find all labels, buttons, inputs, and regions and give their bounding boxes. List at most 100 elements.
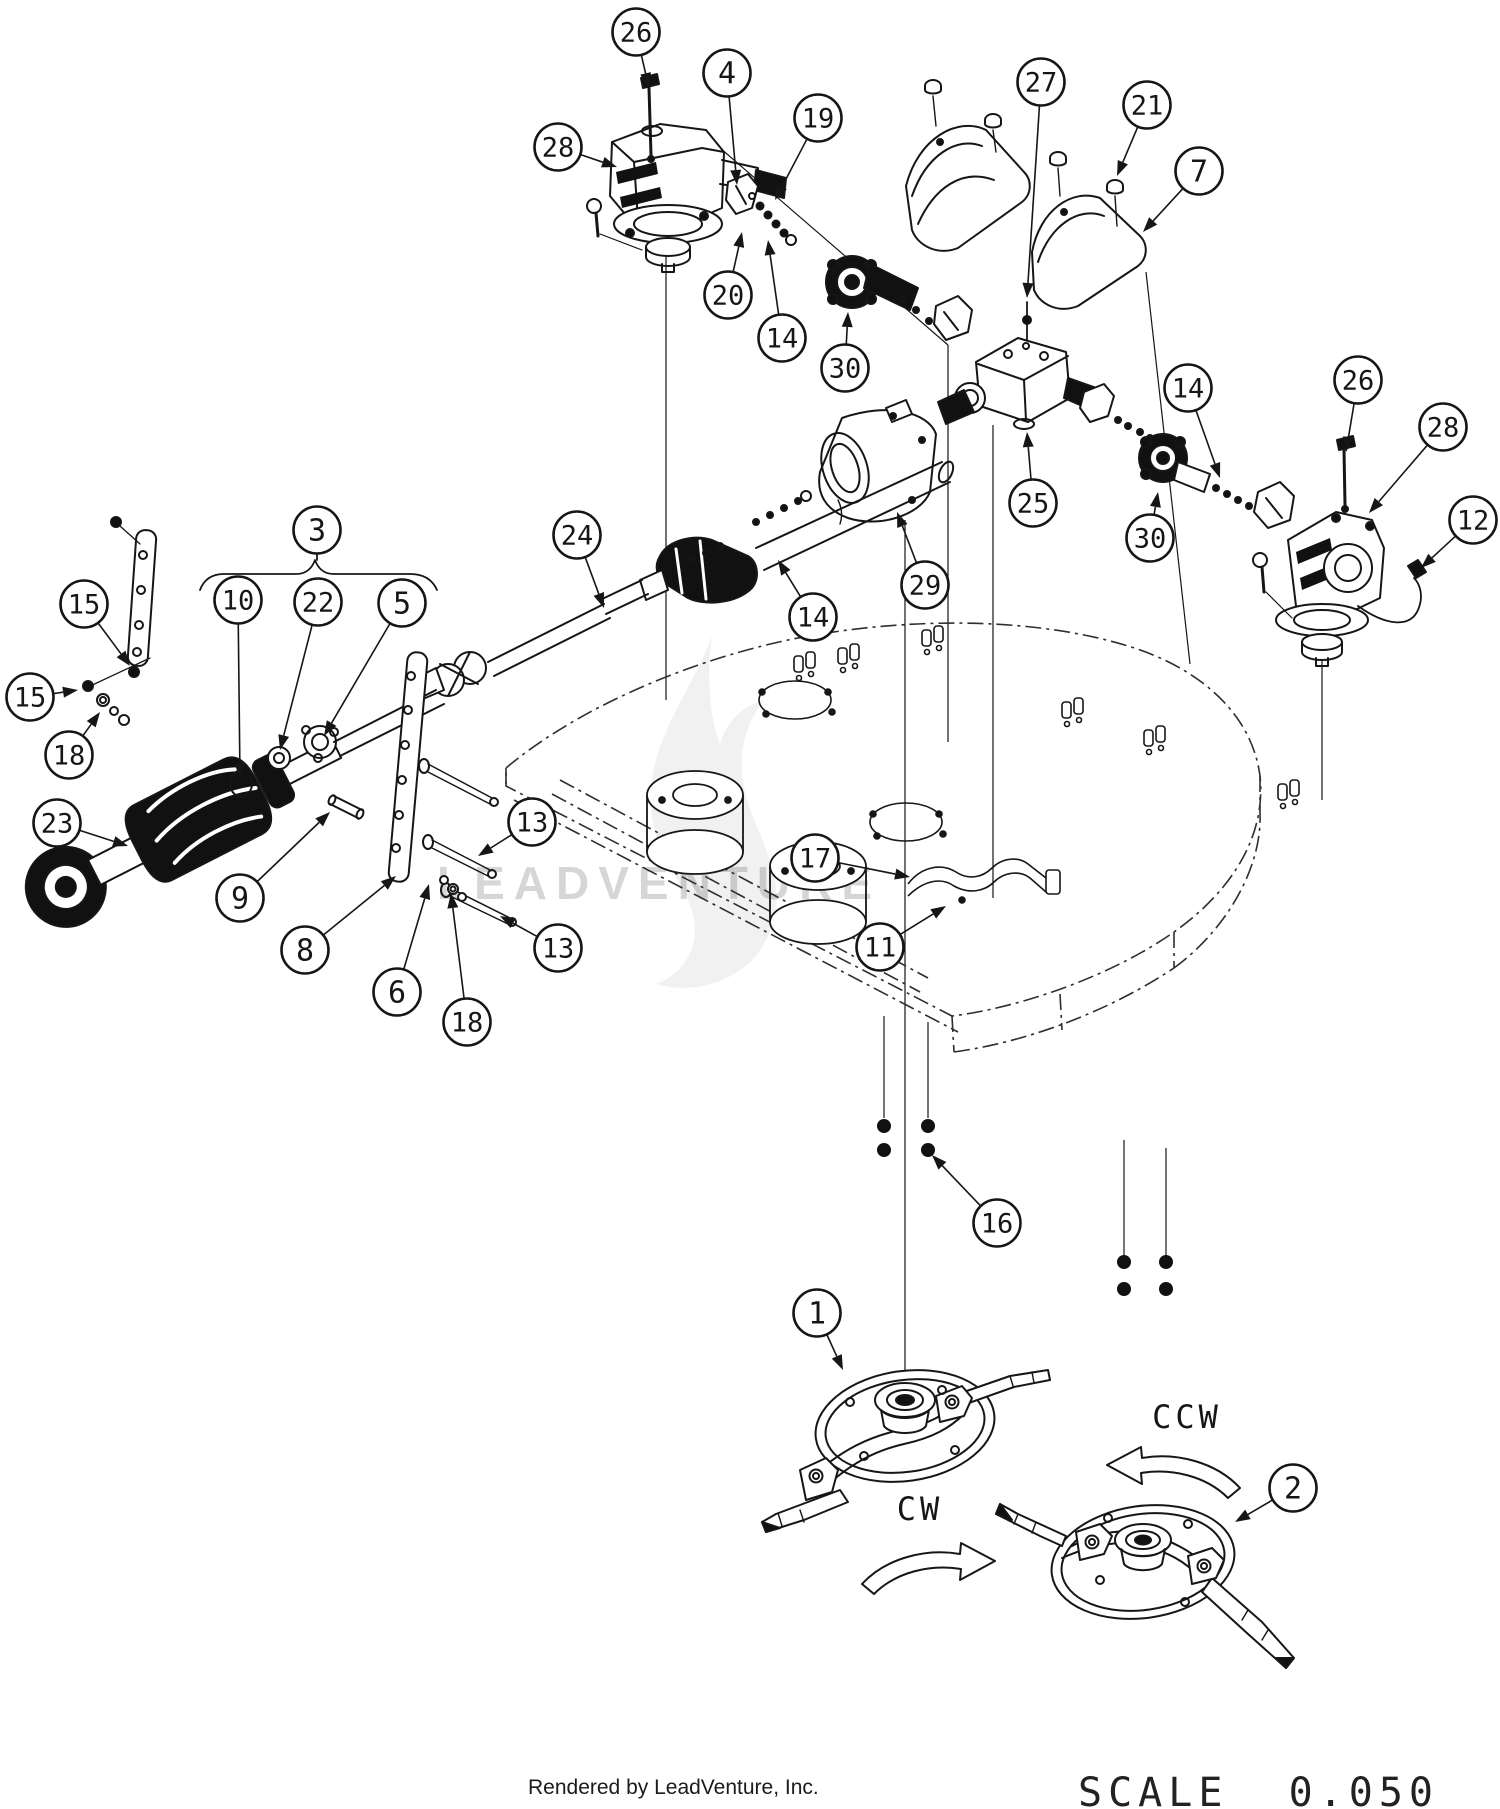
svg-text:15: 15	[68, 590, 101, 621]
svg-text:27: 27	[1025, 68, 1058, 99]
callout-11: 11	[855, 906, 946, 972]
ccw-rotation-arrow	[1106, 1446, 1241, 1499]
flange-screw-left	[586, 198, 643, 251]
svg-text:23: 23	[41, 809, 74, 840]
callout-15: 15	[59, 579, 130, 666]
svg-text:3: 3	[308, 514, 326, 549]
svg-text:5: 5	[393, 587, 411, 622]
callout-5: 5	[324, 578, 427, 736]
callout-3: 3	[292, 505, 342, 555]
callout-21: 21	[1117, 80, 1172, 176]
callout-13: 13	[500, 916, 583, 973]
blade-assembly-ccw	[995, 1503, 1295, 1669]
gearbox-left	[586, 73, 787, 273]
spindle-housings	[646, 770, 867, 945]
deck-details	[758, 625, 1300, 904]
scale-note: SCALE 0.050	[1078, 1770, 1439, 1809]
svg-text:20: 20	[712, 281, 745, 312]
svg-text:30: 30	[829, 354, 862, 385]
spindle-housing-left	[646, 770, 744, 875]
svg-text:28: 28	[1427, 413, 1460, 444]
svg-text:28: 28	[542, 133, 575, 164]
svg-text:14: 14	[766, 324, 799, 355]
callout-1: 1	[792, 1288, 843, 1370]
callout-10: 10	[213, 575, 263, 778]
svg-text:19: 19	[802, 104, 835, 135]
shield-dome-bolts	[924, 79, 1124, 227]
callout-4: 4	[702, 48, 752, 185]
callout-14: 14	[1163, 363, 1221, 478]
callout-23: 23	[32, 798, 128, 848]
mount-block-right	[1079, 383, 1154, 442]
spline-hub-right	[1138, 433, 1211, 493]
callout-2: 2	[1235, 1463, 1318, 1522]
svg-text:2: 2	[1284, 1472, 1302, 1507]
svg-text:16: 16	[981, 1209, 1014, 1240]
callout-30: 30	[820, 312, 870, 393]
callout-19: 19	[775, 93, 843, 200]
mount-block-left	[899, 295, 973, 341]
bearing-stack	[229, 689, 445, 798]
svg-text:24: 24	[561, 521, 594, 552]
svg-text:17: 17	[799, 844, 832, 875]
spacer-tube	[327, 794, 365, 820]
svg-text:9: 9	[231, 882, 249, 917]
callout-26: 26	[611, 7, 661, 88]
callout-7: 7	[1143, 146, 1224, 232]
carriage-bolts	[418, 758, 517, 927]
svg-text:26: 26	[1342, 366, 1375, 397]
blade-assembly-cw	[761, 1369, 1051, 1533]
callout-26: 26	[1333, 355, 1383, 452]
svg-text:18: 18	[451, 1008, 484, 1039]
svg-text:26: 26	[620, 18, 653, 49]
svg-text:15: 15	[14, 683, 47, 714]
callout-12: 12	[1421, 495, 1498, 568]
coupler-hardware-right	[1212, 481, 1295, 529]
blade-mount-bolts	[877, 1119, 1173, 1296]
callout-16: 16	[932, 1155, 1022, 1248]
callout-28: 28	[1369, 402, 1468, 513]
svg-text:13: 13	[542, 934, 575, 965]
svg-text:29: 29	[909, 571, 942, 602]
cw-rotation-arrow	[861, 1542, 996, 1595]
callout-8: 8	[280, 876, 396, 975]
callout-28: 28	[533, 122, 617, 172]
svg-text:13: 13	[516, 808, 549, 839]
svg-text:21: 21	[1131, 91, 1164, 122]
callout-27: 27	[1016, 57, 1066, 298]
svg-text:14: 14	[1172, 374, 1205, 405]
svg-text:8: 8	[296, 934, 314, 969]
callout-6: 6	[372, 884, 431, 1017]
cw-label: CW	[897, 1490, 944, 1528]
pto-driveline	[24, 738, 343, 928]
callout-14: 14	[757, 240, 807, 363]
projection-lines	[665, 134, 1323, 1396]
callout-30: 30	[1125, 492, 1175, 563]
callout-13: 13	[478, 797, 557, 856]
callout-20: 20	[703, 232, 753, 320]
belt-shield-rear	[1031, 194, 1147, 310]
belt-shield-front	[905, 124, 1031, 252]
callout-17: 17	[790, 833, 910, 883]
mount-bolt-cluster-left	[725, 173, 797, 246]
gearbox-right	[1252, 435, 1427, 667]
svg-text:30: 30	[1134, 524, 1167, 555]
svg-text:6: 6	[388, 976, 406, 1011]
callout-15: 15	[5, 672, 78, 722]
svg-text:4: 4	[718, 57, 736, 92]
svg-text:14: 14	[797, 603, 830, 634]
callout-9: 9	[215, 812, 330, 923]
callout-18: 18	[442, 893, 492, 1047]
svg-text:25: 25	[1017, 489, 1050, 520]
svg-text:22: 22	[302, 588, 335, 619]
callout-25: 25	[1008, 432, 1058, 528]
group-brace	[199, 559, 438, 591]
svg-text:10: 10	[222, 586, 255, 617]
svg-text:7: 7	[1190, 155, 1208, 190]
clip-pin-12	[1357, 559, 1427, 624]
callout-29: 29	[897, 512, 950, 610]
callout-14: 14	[778, 560, 838, 642]
